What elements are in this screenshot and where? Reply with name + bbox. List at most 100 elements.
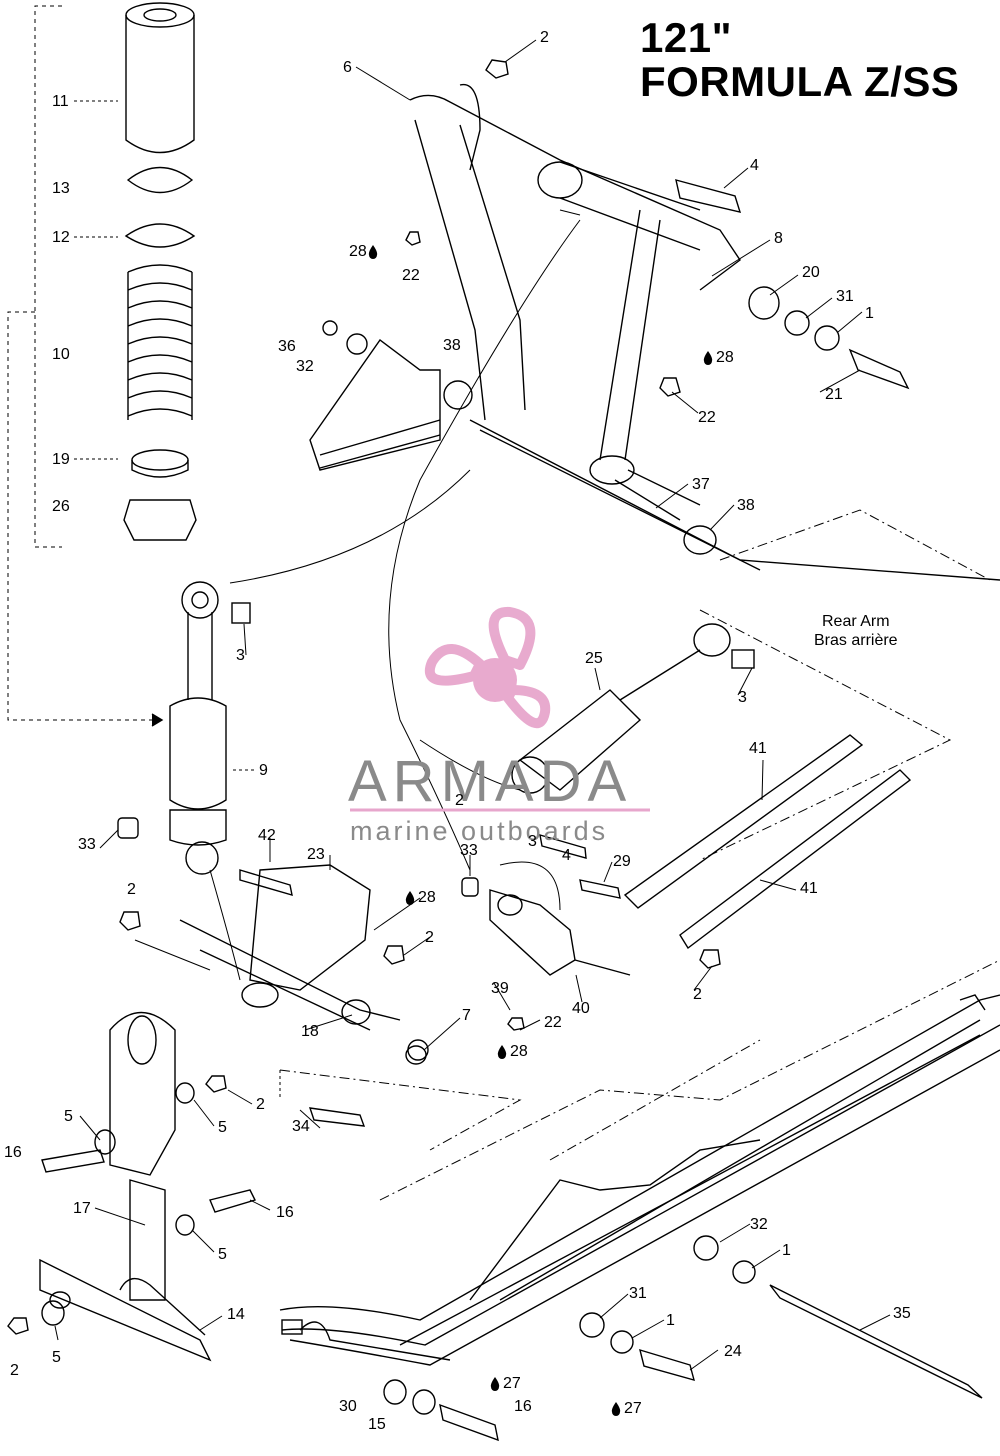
callout-30: 30 <box>339 1398 357 1415</box>
callout-38: 38 <box>443 337 461 354</box>
callout-2: 2 <box>256 1096 265 1113</box>
callout-2: 2 <box>127 881 136 898</box>
callout-22: 22 <box>544 1014 562 1031</box>
oil-drop-icon <box>497 1045 507 1059</box>
callout-22: 22 <box>698 409 716 426</box>
callout-11: 11 <box>52 93 69 110</box>
callout-5: 5 <box>218 1119 227 1136</box>
bracket-arrowhead <box>151 713 164 727</box>
callout-41: 41 <box>749 740 767 757</box>
callout-21: 21 <box>825 386 843 403</box>
callout-10: 10 <box>52 346 70 363</box>
callout-38: 38 <box>737 497 755 514</box>
callout-24: 24 <box>724 1343 742 1360</box>
callout-28: 28 <box>716 349 734 366</box>
callout-3: 3 <box>236 647 245 664</box>
callout-42: 42 <box>258 827 276 844</box>
callout-16: 16 <box>276 1204 294 1221</box>
callout-13: 13 <box>52 180 70 197</box>
callout-5: 5 <box>52 1349 61 1366</box>
callout-6: 6 <box>343 59 352 76</box>
lower-hardware <box>7 817 983 1442</box>
rear-arm-label-fr: Bras arrière <box>814 632 898 649</box>
callout-1: 1 <box>865 305 874 322</box>
callout-2: 2 <box>425 929 434 946</box>
front-swing-arm <box>39 1011 212 1362</box>
callout-37: 37 <box>692 476 710 493</box>
callout-34: 34 <box>292 1118 310 1135</box>
callout-8: 8 <box>774 230 783 247</box>
callout-19: 19 <box>52 451 70 468</box>
callout-1: 1 <box>782 1242 791 1259</box>
callout-22: 22 <box>402 267 420 284</box>
oil-drop-icons <box>368 245 713 1416</box>
callout-26: 26 <box>52 498 70 515</box>
callout-20: 20 <box>802 264 820 281</box>
callout-16: 16 <box>4 1144 22 1161</box>
callout-17: 17 <box>73 1200 91 1217</box>
rear-shock-link <box>489 889 631 976</box>
reference-frame-lines <box>279 509 1000 1201</box>
callout-39: 39 <box>491 980 509 997</box>
front-arm <box>409 83 1000 581</box>
callout-36: 36 <box>278 338 296 355</box>
callout-12: 12 <box>52 229 70 246</box>
callout-27: 27 <box>624 1400 642 1417</box>
callout-28: 28 <box>510 1043 528 1060</box>
callout-32: 32 <box>750 1216 768 1233</box>
callout-28: 28 <box>418 889 436 906</box>
propeller-icon <box>424 606 551 729</box>
oil-drop-icon <box>611 1402 621 1416</box>
callout-2: 2 <box>10 1362 19 1379</box>
callout-29: 29 <box>613 853 631 870</box>
assembly-guide-curves <box>209 209 581 981</box>
watermark-tagline: marine outboards <box>350 816 609 846</box>
callout-7: 7 <box>462 1007 471 1024</box>
oil-drop-icon <box>368 245 378 259</box>
callout-15: 15 <box>368 1416 386 1433</box>
watermark-brand: ARMADA <box>348 749 633 814</box>
callout-33: 33 <box>78 836 96 853</box>
callout-2: 2 <box>455 792 464 809</box>
oil-drop-icon <box>405 891 415 905</box>
callout-28: 28 <box>349 243 367 260</box>
shock-body <box>169 581 251 875</box>
callout-27: 27 <box>503 1375 521 1392</box>
callout-32: 32 <box>296 358 314 375</box>
rail-plate-left <box>309 339 441 471</box>
callout-4: 4 <box>562 847 571 864</box>
callout-31: 31 <box>629 1285 647 1302</box>
callout-1: 1 <box>666 1312 675 1329</box>
callout-41: 41 <box>800 880 818 897</box>
oil-drop-icon <box>703 351 713 365</box>
callout-35: 35 <box>893 1305 911 1322</box>
callout-2: 2 <box>540 29 549 46</box>
rear-arms <box>623 734 912 950</box>
callout-31: 31 <box>836 288 854 305</box>
rear-arm-label: Rear Arm Bras arrière <box>814 612 898 650</box>
callout-2: 2 <box>693 986 702 1003</box>
leader-lines <box>54 39 891 1371</box>
rear-arm-label-en: Rear Arm <box>822 613 890 630</box>
upper-hardware <box>322 59 910 397</box>
callout-5: 5 <box>64 1108 73 1125</box>
callout-23: 23 <box>307 846 325 863</box>
lower-rail <box>279 994 1000 1366</box>
callout-3: 3 <box>738 689 747 706</box>
shock-spring-stack <box>123 2 197 541</box>
callout-33: 33 <box>460 842 478 859</box>
callout-40: 40 <box>572 1000 590 1017</box>
callout-25: 25 <box>585 650 603 667</box>
callout-16: 16 <box>514 1398 532 1415</box>
callout-18: 18 <box>301 1023 319 1040</box>
callout-5: 5 <box>218 1246 227 1263</box>
callout-9: 9 <box>259 762 268 779</box>
callout-4: 4 <box>750 157 759 174</box>
diagram-title-line2: FORMULA Z/SS <box>640 58 960 105</box>
callout-14: 14 <box>227 1306 245 1323</box>
rear-arm-shock <box>511 623 755 794</box>
callout-3: 3 <box>528 833 537 850</box>
diagram-title-line1: 121" <box>640 14 732 61</box>
